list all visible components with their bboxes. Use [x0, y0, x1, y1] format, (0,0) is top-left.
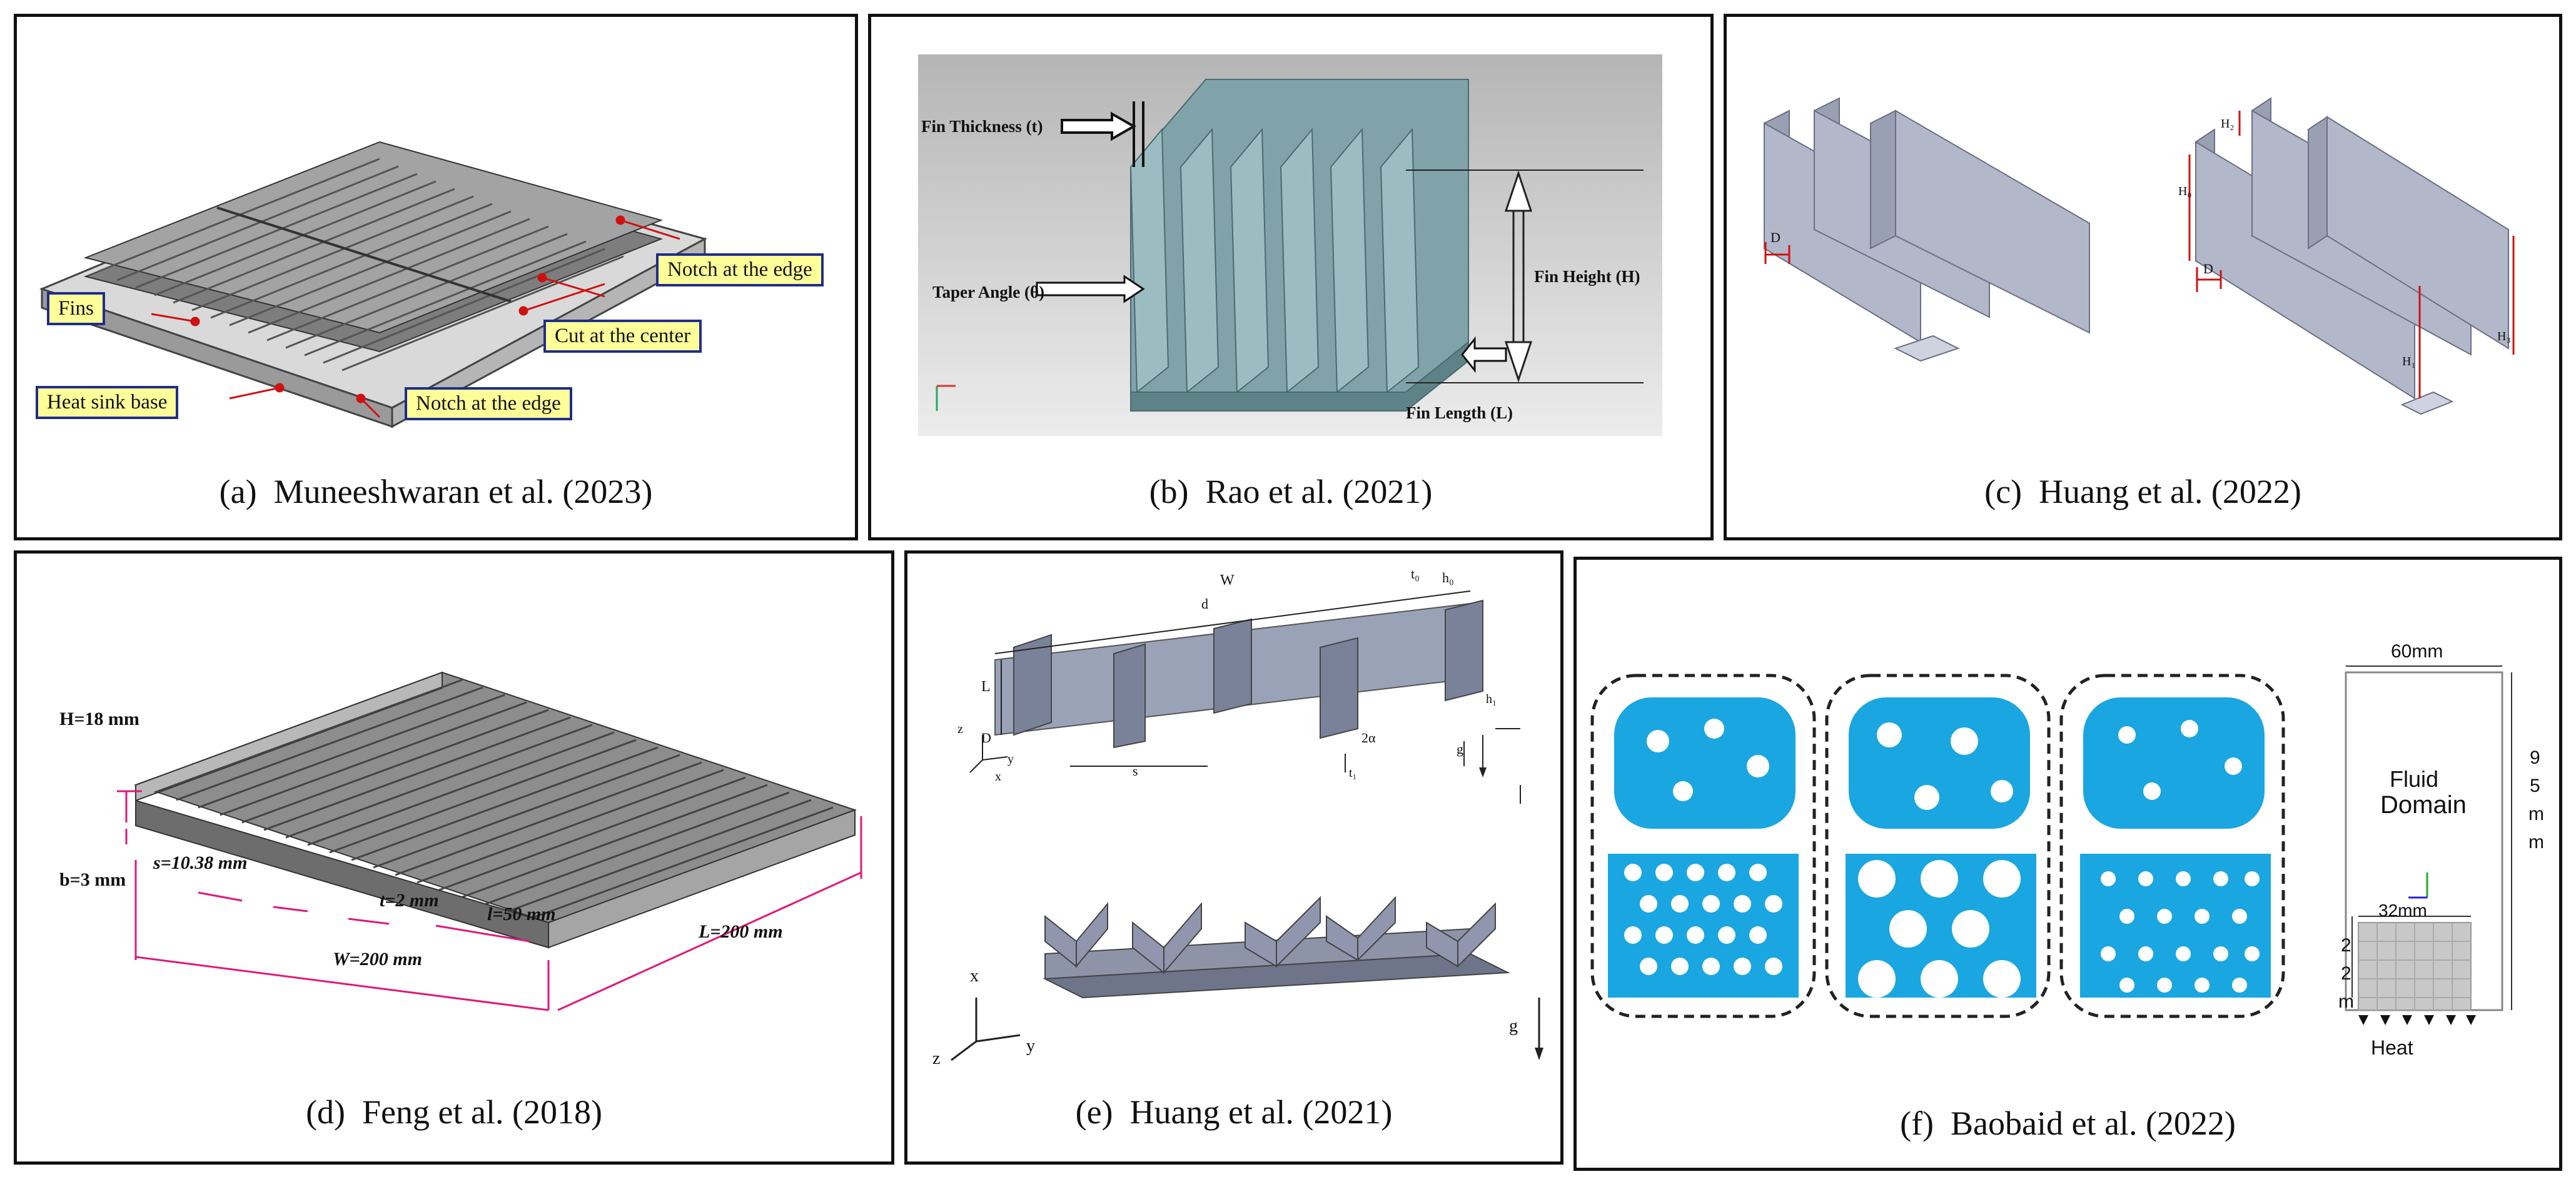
label-d-b: b=3 mm	[59, 869, 126, 890]
caption-b: (b) Rao et al. (2021)	[1149, 473, 1433, 510]
label-e-W: W	[1220, 572, 1235, 589]
label-f-heat: Heat	[2371, 1036, 2413, 1059]
panel-c: D D H₀ H₂ H₁ H₃ (c) Huang et al. (2022)	[1724, 14, 2562, 540]
label-c-d-left: D	[1770, 230, 1780, 245]
label-f-fluid: Fluid	[2390, 766, 2439, 792]
label-e-t0: t₀	[1411, 566, 1420, 582]
label-d-W: W=200 mm	[333, 949, 422, 969]
heat-sink-notched-figure	[39, 141, 707, 428]
label-f-domain: Domain	[2380, 791, 2467, 819]
label-c-h3: H₃	[2497, 330, 2511, 343]
label-c-h1: H₁	[2402, 355, 2416, 368]
label-taper-angle: Taper Angle (θ)	[932, 283, 1045, 301]
caption-e: (e) Huang et al. (2021)	[1075, 1093, 1393, 1131]
caption-a: (a) Muneeshwaran et al. (2023)	[219, 473, 653, 510]
label-e-L: L	[981, 679, 991, 695]
label-f-width-60: 60mm	[2391, 641, 2443, 662]
label-f-h-2b: 2	[2341, 963, 2351, 984]
tapered-fin-figure	[918, 54, 1662, 436]
panel-e: W t₀ h₀ d L D s t₁ 2α h₁ g g z y x x z y…	[904, 550, 1563, 1165]
caption-c: (c) Huang et al. (2022)	[1984, 473, 2301, 510]
label-fin-length: Fin Length (L)	[1406, 403, 1513, 422]
label-e-h0: h₀	[1442, 570, 1454, 585]
label-f-width-32: 32mm	[2378, 901, 2427, 920]
callout-heat-sink-base: Heat sink base	[36, 386, 179, 419]
label-f-h-5: 5	[2530, 776, 2540, 796]
label-e-g-bottom: g	[1509, 1016, 1518, 1036]
label-e-g-top: g	[1457, 741, 1463, 757]
fluid-domain-schematic	[2345, 665, 2512, 1025]
label-f-h-m3: m	[2338, 991, 2354, 1012]
label-fin-height: Fin Height (H)	[1534, 267, 1640, 286]
label-e-axis-x-top: x	[995, 770, 1001, 784]
label-d-L: L=200 mm	[699, 921, 783, 942]
panel-f: 60mm Fluid Domain 9 5 m m 32mm 2 2 m Hea…	[1573, 557, 2562, 1171]
label-c-h2: H₂	[2221, 117, 2235, 131]
label-d-s: s=10.38 mm	[153, 853, 248, 873]
label-d-H: H=18 mm	[59, 709, 139, 729]
label-e-s: s	[1133, 763, 1138, 779]
label-f-h-9: 9	[2530, 747, 2540, 768]
label-e-axis-y-top: y	[1008, 752, 1014, 766]
label-e-alpha: 2α	[1361, 730, 1376, 746]
label-e-D: D	[981, 730, 991, 746]
label-c-h0: H₀	[2178, 185, 2192, 198]
label-f-h-2a: 2	[2341, 935, 2351, 956]
label-e-axis-z-top: z	[957, 722, 963, 736]
callout-fins: Fins	[47, 292, 105, 325]
plate-fin-dimension-figure	[117, 671, 862, 1011]
label-f-h-m2: m	[2528, 832, 2544, 853]
tpms-lattice-figure	[1590, 674, 2285, 1018]
label-e-axis-x-bottom: x	[970, 966, 979, 986]
label-fin-thickness: Fin Thickness (t)	[921, 117, 1043, 136]
label-f-h-m1: m	[2528, 804, 2544, 824]
label-d-l: l=50 mm	[487, 904, 556, 924]
panel-b: Fin Thickness (t) Taper Angle (θ) Fin He…	[868, 14, 1714, 540]
label-e-t1: t₁	[1349, 766, 1357, 780]
plate-fin-geometries-figure	[1764, 97, 2515, 415]
label-e-axis-z-bottom: z	[932, 1049, 941, 1068]
label-e-axis-y-bottom: y	[1026, 1036, 1035, 1056]
caption-f: (f) Baobaid et al. (2022)	[1900, 1105, 2236, 1142]
caption-d: (d) Feng et al. (2018)	[306, 1093, 602, 1131]
label-e-h1: h₁	[1486, 692, 1497, 706]
panel-a: Fins Heat sink base Notch at the edge Cu…	[14, 14, 858, 540]
callout-notch-edge-bottom: Notch at the edge	[405, 387, 572, 420]
label-e-d: d	[1201, 596, 1208, 612]
label-c-d-right: D	[2203, 261, 2213, 276]
callout-notch-edge-top: Notch at the edge	[656, 253, 824, 286]
v-fin-array-figure	[951, 590, 1543, 1061]
label-d-t: t=2 mm	[380, 890, 439, 911]
panel-d: H=18 mm b=3 mm s=10.38 mm t=2 mm l=50 mm…	[14, 550, 894, 1165]
callout-cut-center: Cut at the center	[543, 320, 702, 353]
